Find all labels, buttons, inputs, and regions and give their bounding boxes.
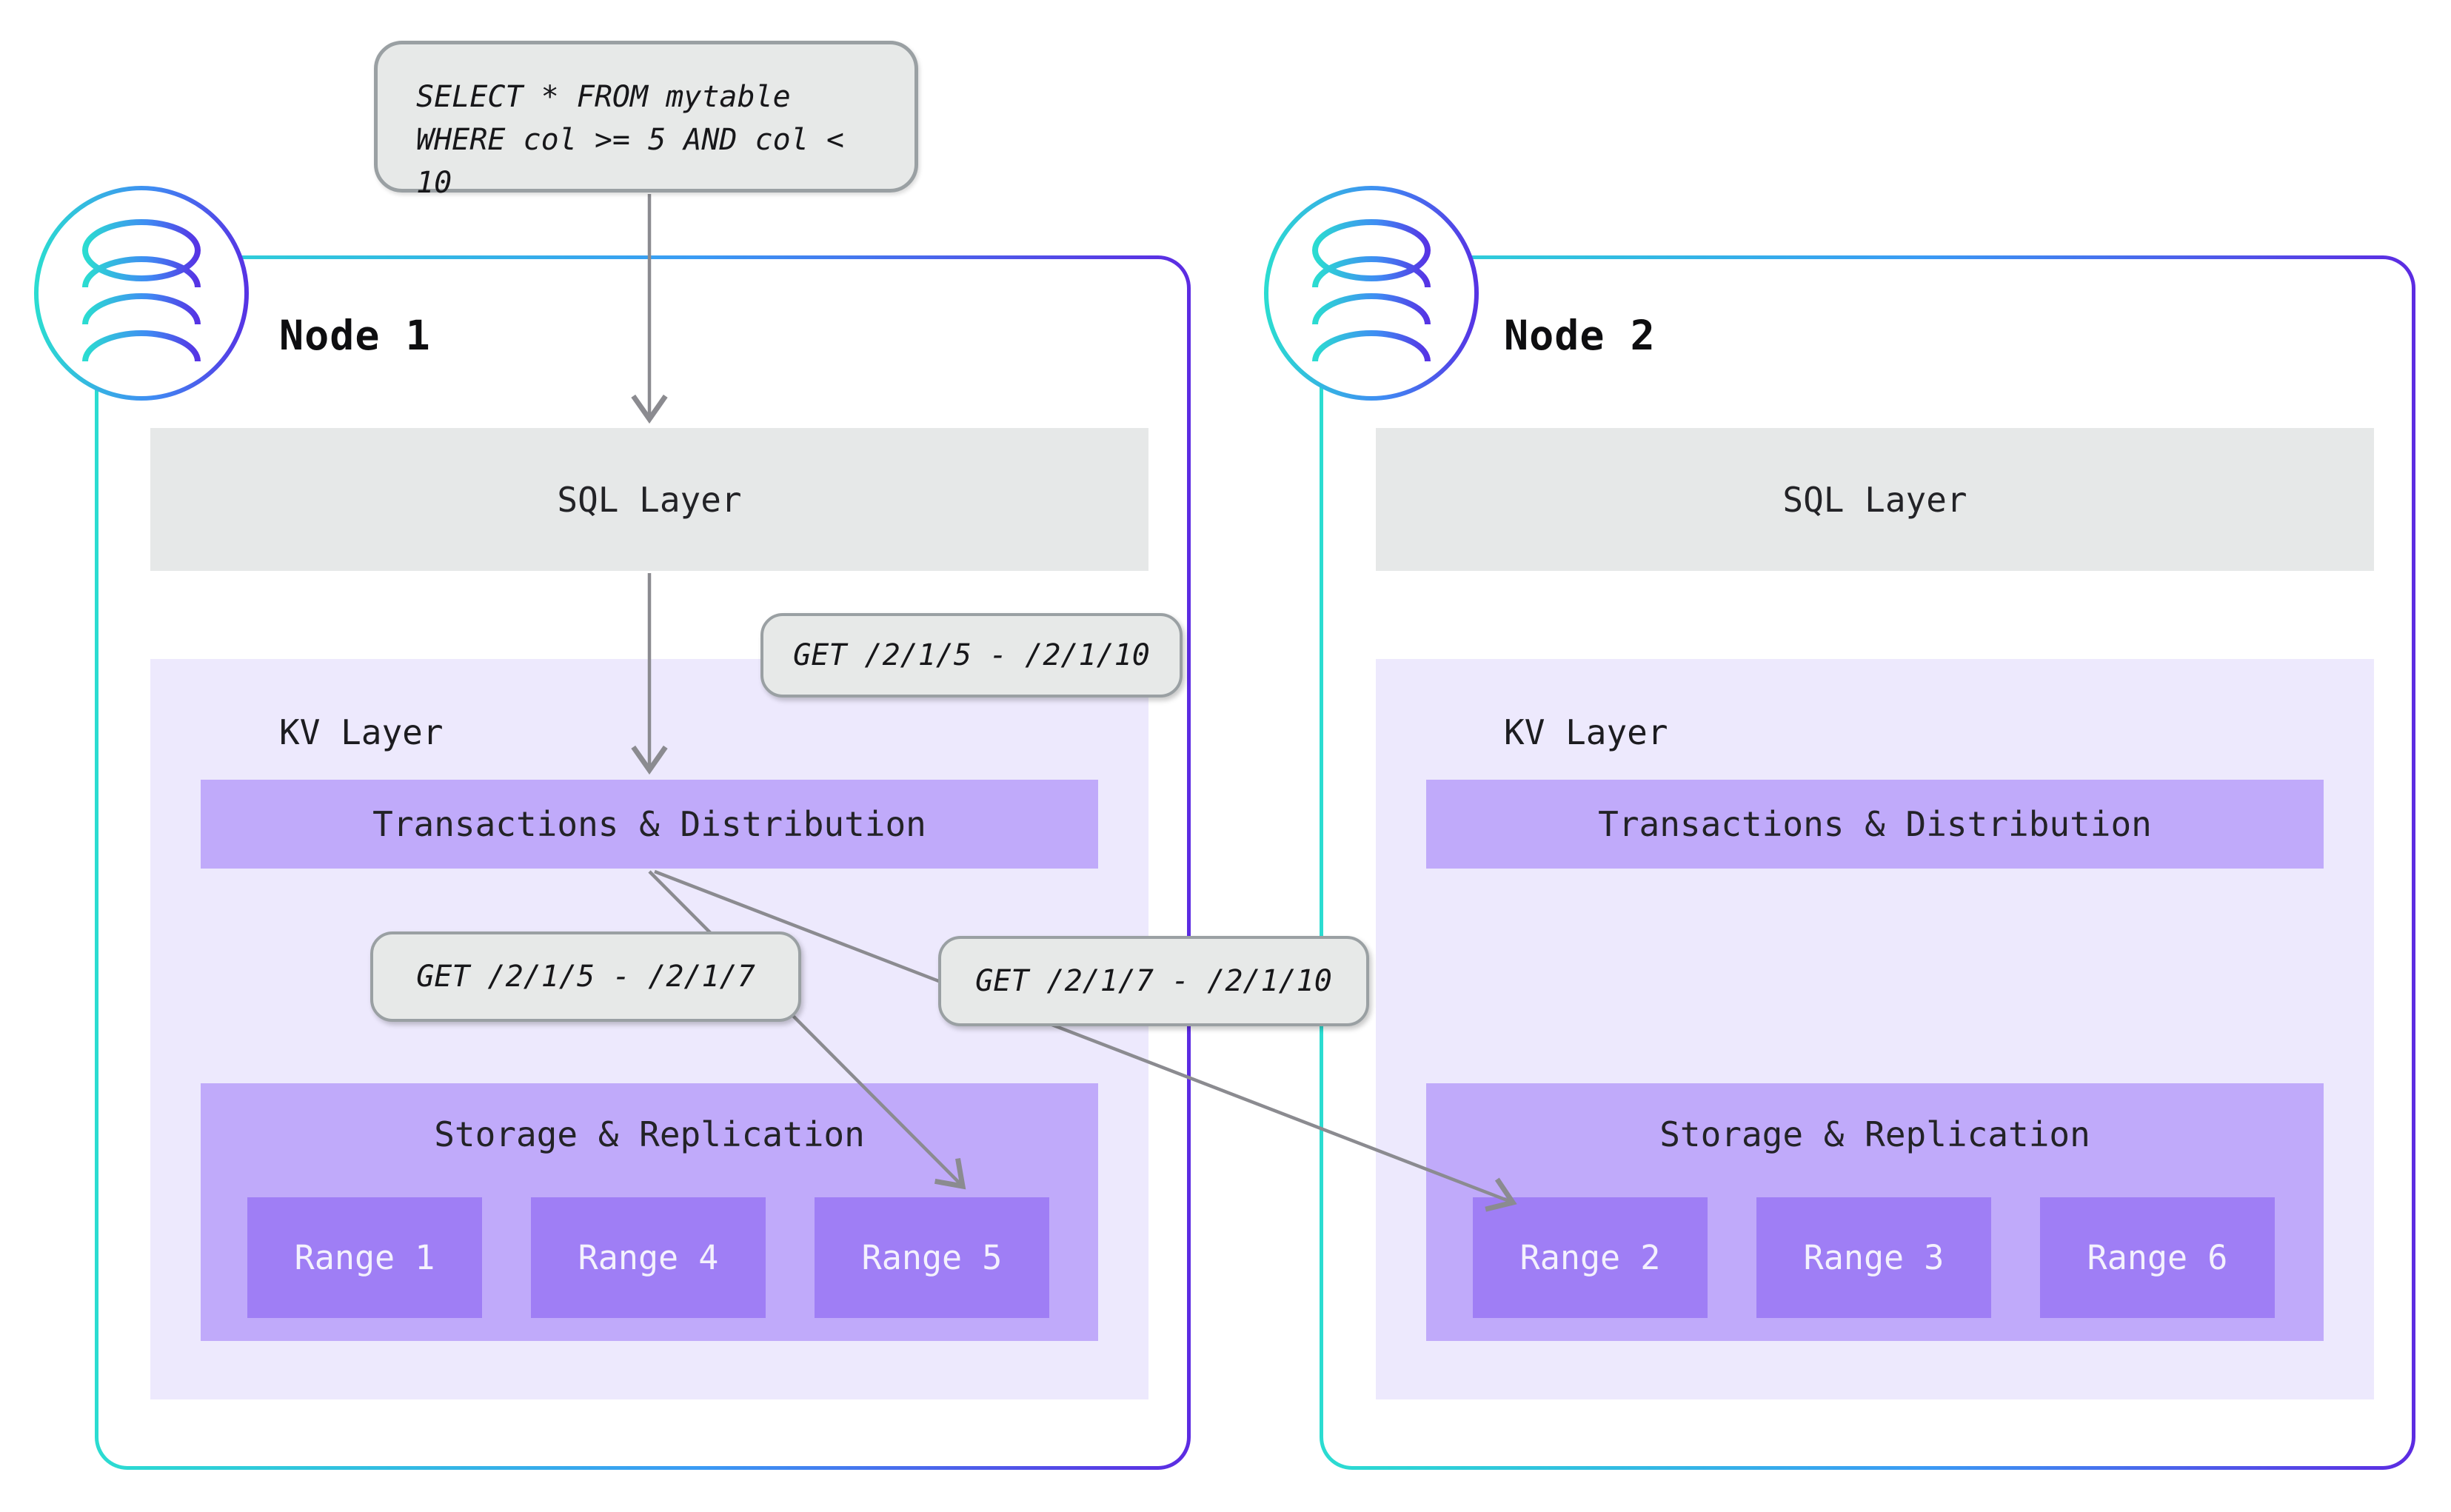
node-2-kv-layer-label: KV Layer bbox=[1504, 712, 1668, 752]
node-2-range-6: Range 6 bbox=[2040, 1197, 2275, 1318]
node-2-transactions-bar: Transactions & Distribution bbox=[1426, 780, 2324, 869]
node-1-sql-layer: SQL Layer bbox=[150, 428, 1148, 571]
database-cylinder-icon bbox=[1264, 186, 1479, 401]
node-2-transactions-label: Transactions & Distribution bbox=[1598, 804, 2152, 844]
sql-query-line-2: WHERE col >= 5 AND col < 10 bbox=[416, 123, 844, 200]
get-request-right-split-label: GET /2/1/7 - /2/1/10 bbox=[938, 936, 1369, 1026]
node-2-sql-layer: SQL Layer bbox=[1376, 428, 2374, 571]
node-1-sql-layer-label: SQL Layer bbox=[557, 479, 742, 520]
sql-query-box: SELECT * FROM mytable WHERE col >= 5 AND… bbox=[374, 41, 918, 200]
sql-query-line-1: SELECT * FROM mytable bbox=[416, 80, 791, 114]
get-request-full-label: GET /2/1/5 - /2/1/10 bbox=[760, 613, 1183, 698]
node-1-range-1: Range 1 bbox=[247, 1197, 482, 1318]
node-1-storage-label: Storage & Replication bbox=[434, 1114, 865, 1154]
node-1-range-4: Range 4 bbox=[531, 1197, 766, 1318]
node-2-sql-layer-label: SQL Layer bbox=[1782, 479, 1967, 520]
node-2-database-icon bbox=[1263, 185, 1479, 401]
database-cylinder-icon bbox=[34, 186, 249, 401]
node-1-transactions-bar: Transactions & Distribution bbox=[201, 780, 1098, 869]
node-1-title: Node 1 bbox=[279, 312, 431, 359]
node-1-database-icon bbox=[33, 185, 250, 401]
node-2-storage-label: Storage & Replication bbox=[1659, 1114, 2090, 1154]
node-2-range-3: Range 3 bbox=[1756, 1197, 1991, 1318]
node-1-range-5: Range 5 bbox=[815, 1197, 1049, 1318]
node-2-range-2: Range 2 bbox=[1473, 1197, 1708, 1318]
node-1-kv-layer-label: KV Layer bbox=[279, 712, 444, 752]
node-2-title: Node 2 bbox=[1504, 312, 1656, 359]
node-1-transactions-label: Transactions & Distribution bbox=[372, 804, 926, 844]
get-request-left-split-label: GET /2/1/5 - /2/1/7 bbox=[370, 931, 801, 1022]
